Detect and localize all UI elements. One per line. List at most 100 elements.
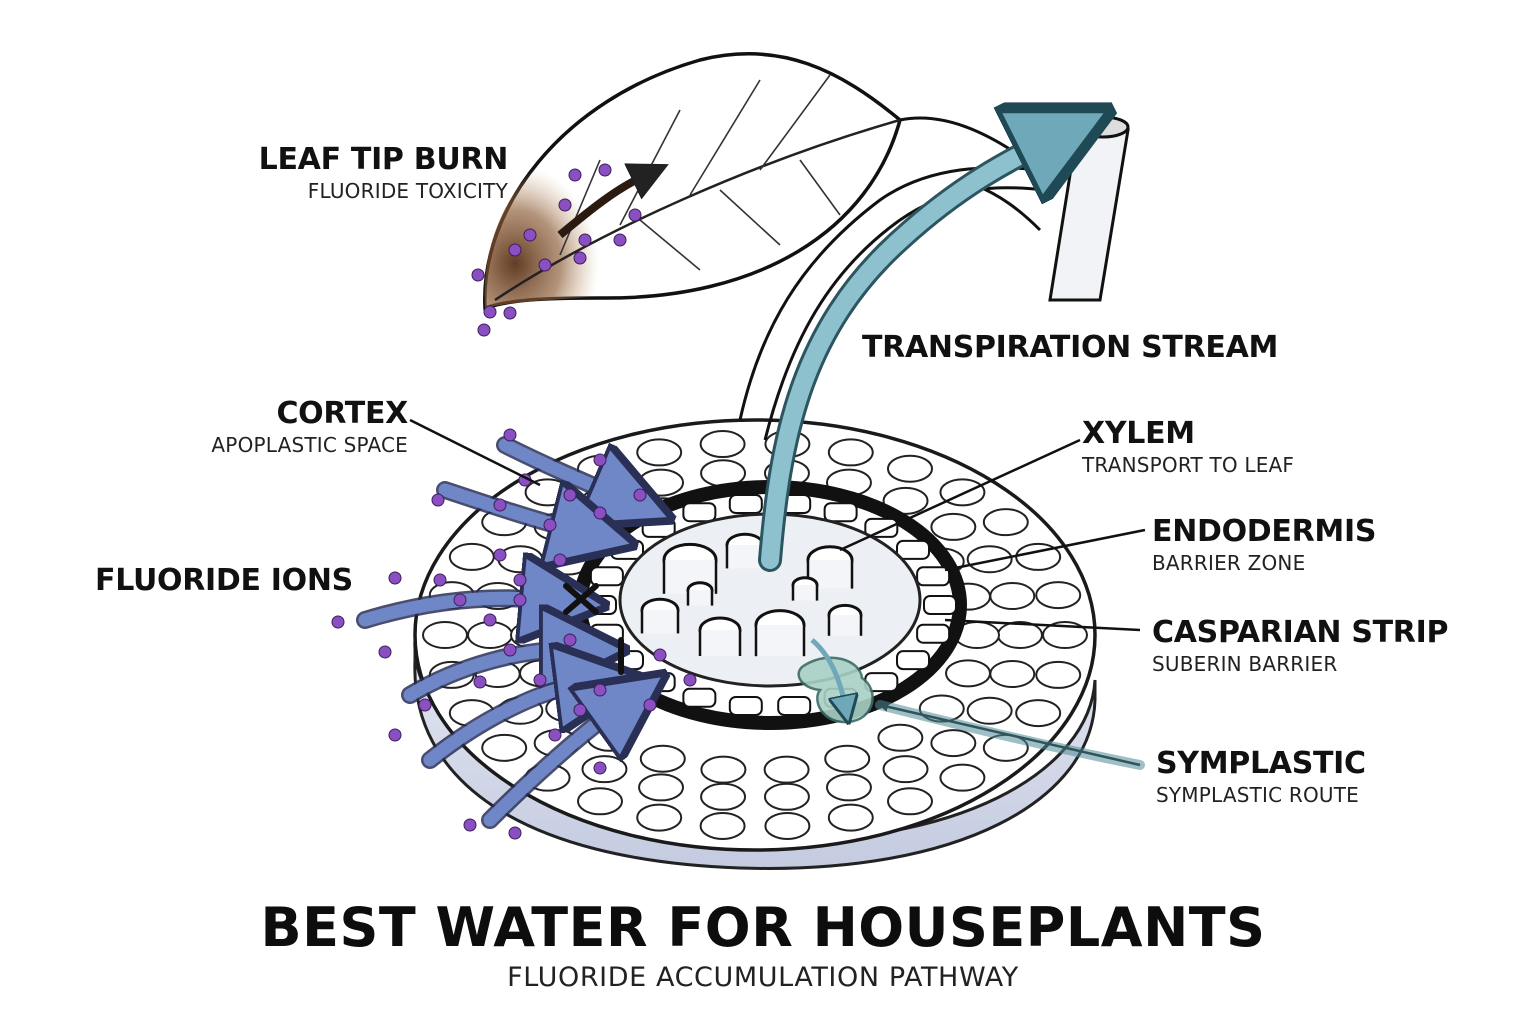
cortex-cell <box>945 659 992 688</box>
fluoride-ion <box>503 428 517 442</box>
cortex-cell <box>700 755 747 784</box>
endodermis-cell <box>728 695 763 716</box>
fluoride-ion <box>508 243 522 257</box>
cortex-cell <box>497 545 544 574</box>
cortex-cell <box>827 438 874 467</box>
leaf-tip-burn-sub: FLUORIDE TOXICITY <box>307 179 508 203</box>
fluoride-ions-title: FLUORIDE IONS <box>95 563 353 598</box>
symplastic-small-arrow <box>810 638 845 705</box>
leaf-tip-burn-title: LEAF TIP BURN <box>258 142 509 177</box>
cortex-sub: APOPLASTIC SPACE <box>211 433 408 457</box>
fluoride-ion <box>483 613 497 627</box>
fluoride-ion <box>548 728 562 742</box>
cortex-cell <box>824 744 871 773</box>
cortex-title: CORTEX <box>276 396 408 431</box>
fluoride-ion <box>503 306 517 320</box>
fluoride-ion <box>477 323 491 337</box>
cortex-cell <box>763 755 810 784</box>
fluoride-ion <box>683 673 697 687</box>
transpiration-arrow <box>761 140 1050 569</box>
cortex-cell <box>877 723 924 752</box>
fluoride-ion <box>493 498 507 512</box>
leader-cortex <box>409 418 541 487</box>
fluoride-ion <box>643 698 657 712</box>
cortex-cell <box>639 744 686 773</box>
endodermis-cell <box>609 539 644 560</box>
fluoride-ion <box>653 648 667 662</box>
fluoride-ion <box>513 593 527 607</box>
endodermis-cell <box>728 494 763 515</box>
casparian-title: CASPARIAN STRIP <box>1152 615 1449 650</box>
cortex-cell <box>422 621 468 649</box>
page-title: BEST WATER FOR HOUSEPLANTS <box>260 896 1266 959</box>
cortex-cell <box>966 545 1013 574</box>
label-symplastic: SYMPLASTIC SYMPLASTIC ROUTE <box>1156 746 1366 808</box>
cortex-cell <box>882 755 929 784</box>
cortex-cell <box>481 733 528 762</box>
cortex-cell <box>930 729 977 758</box>
fluoride-ion <box>433 573 447 587</box>
xylem-sub: TRANSPORT TO LEAF <box>1082 453 1295 477</box>
cortex-cell <box>887 454 933 483</box>
cortex-cell <box>825 773 872 802</box>
fluoride-ion <box>538 258 552 272</box>
label-xylem: XYLEM TRANSPORT TO LEAF <box>1082 416 1294 478</box>
fluoride-ion <box>473 675 487 689</box>
page-subtitle: FLUORIDE ACCUMULATION PATHWAY <box>507 962 1019 993</box>
fluoride-ion <box>573 703 587 717</box>
label-casparian-strip: CASPARIAN STRIP SUBERIN BARRIER <box>1152 615 1448 677</box>
leaf-vein <box>799 159 841 216</box>
endodermis-cell <box>823 502 858 523</box>
fluoride-ion <box>593 761 607 775</box>
leader-xylem <box>839 438 1081 552</box>
fluoride-ion <box>523 228 537 242</box>
leaf-vein <box>639 219 701 271</box>
casparian-sub: SUBERIN BARRIER <box>1152 652 1338 676</box>
cortex-cell <box>997 621 1043 649</box>
cortex-cell <box>989 660 1036 689</box>
cortex-cell <box>939 763 986 792</box>
cortex-cell <box>763 782 810 811</box>
cortex-cell <box>930 512 977 541</box>
fluoride-ion <box>418 698 432 712</box>
fluoride-ion <box>533 673 547 687</box>
cortex-cell <box>887 787 933 816</box>
endodermis-cell <box>777 695 812 716</box>
symplastic-sub: SYMPLASTIC ROUTE <box>1156 783 1359 807</box>
fluoride-ion <box>558 198 572 212</box>
fluoride-ion <box>483 305 497 319</box>
leaf-vein <box>759 74 831 171</box>
cortex-cell <box>882 486 929 515</box>
fluoride-flow-arrows <box>356 436 615 829</box>
fluoride-ion <box>628 208 642 222</box>
cortex-cell <box>1035 581 1082 610</box>
fluoride-ion <box>568 168 582 182</box>
fluoride-ion <box>593 453 607 467</box>
endodermis-cell <box>609 650 644 671</box>
fluoride-ion <box>573 251 587 265</box>
endodermis-cell <box>923 595 957 615</box>
fluoride-ion <box>471 268 485 282</box>
endodermis-cell <box>641 672 676 693</box>
transpiration-title: TRANSPIRATION STREAM <box>862 330 1279 365</box>
fluoride-ion <box>513 573 527 587</box>
cortex-cell <box>638 773 685 802</box>
fluoride-ion <box>563 633 577 647</box>
cortex-cell <box>577 787 623 816</box>
cortex-cell <box>1015 699 1062 728</box>
leaf-vein <box>689 79 761 196</box>
fluoride-ion <box>613 233 627 247</box>
endodermis-cell <box>916 566 951 587</box>
cortex-cell <box>989 581 1036 610</box>
fluoride-arrow <box>423 685 580 767</box>
endodermis-title: ENDODERMIS <box>1152 514 1377 549</box>
endodermis-cell <box>682 687 717 708</box>
barrier-block-marks <box>563 583 624 675</box>
leaf-arrow <box>557 163 669 239</box>
endodermis-cell <box>589 566 624 587</box>
cortex-cell <box>700 782 747 811</box>
endodermis-cell <box>896 650 931 671</box>
cortex-cell <box>638 468 685 497</box>
leaf-vein <box>559 159 601 256</box>
